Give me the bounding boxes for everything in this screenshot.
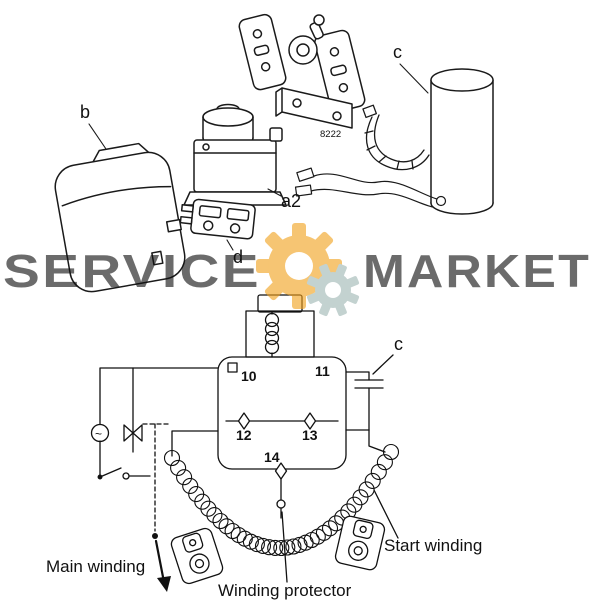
switch-lever xyxy=(99,467,122,478)
watermark-left-text: SERVICE xyxy=(3,245,261,297)
label-d: d xyxy=(233,247,243,267)
label-a2: a2 xyxy=(281,191,301,211)
label-c-bottom: c xyxy=(394,334,403,354)
wire-connector xyxy=(296,167,315,182)
ac-symbol: ~ xyxy=(95,427,102,441)
terminal-block-right xyxy=(334,515,386,571)
terminal-11: 11 xyxy=(315,363,330,379)
wire-harness xyxy=(294,167,447,208)
bracket-left-plate xyxy=(238,13,287,91)
wiring-schematic: ~ xyxy=(46,294,482,600)
mechanical-link xyxy=(142,423,171,592)
capacitor-branch xyxy=(345,371,386,453)
ring-terminal xyxy=(435,195,447,207)
capacitor xyxy=(430,68,494,215)
terminal-numbers: 10 11 12 13 14 xyxy=(236,363,330,465)
terminal-12-contact xyxy=(237,412,251,430)
start-relay xyxy=(183,103,287,206)
bracket-knob xyxy=(313,14,325,26)
switch-contact xyxy=(122,472,130,480)
terminal-14: 14 xyxy=(264,449,280,465)
winding-protector-label: Winding protector xyxy=(218,581,352,600)
relay-coil xyxy=(264,311,280,358)
winding-protector-symbol xyxy=(276,478,286,519)
terminal-block-left xyxy=(170,527,224,585)
main-winding-arrow xyxy=(154,539,165,579)
arrowhead xyxy=(157,576,171,592)
watermark: SERVICE xyxy=(3,223,591,317)
watermark-right-text: MARKET xyxy=(363,245,591,297)
terminal-14-contact xyxy=(274,462,288,480)
main-winding-label: Main winding xyxy=(46,557,145,576)
terminal-10-mark xyxy=(227,362,238,373)
exploded-labels: b a2 d c xyxy=(80,42,429,267)
wire-connector xyxy=(294,184,313,197)
overload-protector xyxy=(179,198,256,240)
terminal-13-contact xyxy=(303,412,317,430)
part-number: 8222 xyxy=(320,129,341,140)
relay-cover xyxy=(54,142,186,293)
mounting-bracket xyxy=(238,13,366,129)
schematic-relay-box xyxy=(217,294,347,480)
terminal-10: 10 xyxy=(241,368,257,384)
supply-wiring: ~ xyxy=(90,367,219,480)
main-winding-feed xyxy=(171,430,219,457)
capacitor-strap xyxy=(362,104,430,171)
fan-symbol xyxy=(123,424,134,442)
exploded-view: 8222 xyxy=(54,13,494,293)
label-b: b xyxy=(80,102,90,122)
start-winding-label: Start winding xyxy=(384,536,482,555)
gear-small-icon xyxy=(306,263,360,317)
terminal-12: 12 xyxy=(236,427,252,443)
terminal-13: 13 xyxy=(302,427,318,443)
bracket-right-plate xyxy=(314,29,366,113)
label-c-top: c xyxy=(393,42,402,62)
